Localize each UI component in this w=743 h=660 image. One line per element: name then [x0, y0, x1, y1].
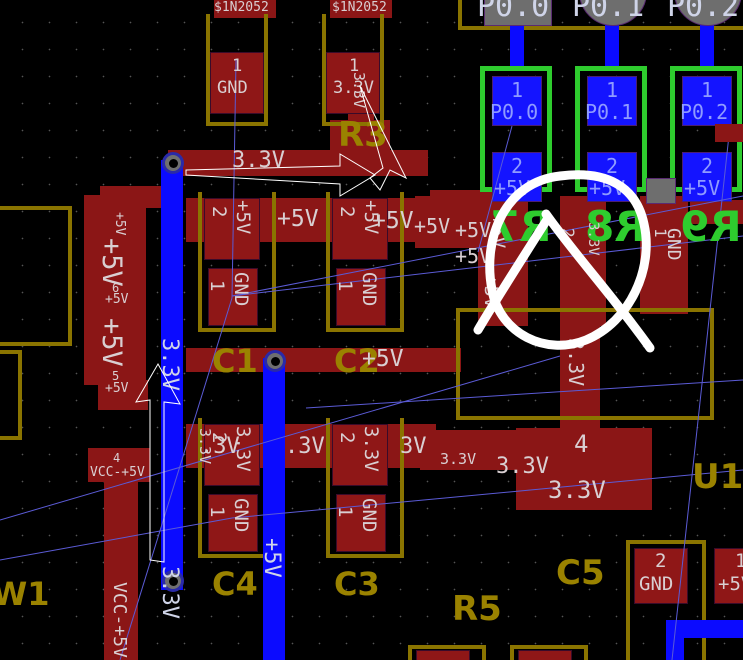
- copper-trace: [690, 200, 743, 224]
- via[interactable]: [264, 350, 286, 372]
- refdes-c4: C4: [212, 565, 258, 603]
- pad-connector[interactable]: [492, 76, 542, 126]
- copper-rail-3v3: [168, 150, 428, 176]
- pad[interactable]: [518, 650, 572, 660]
- copper-pad-regulator: [516, 428, 652, 510]
- package-outline-r5b: [510, 645, 588, 660]
- pad[interactable]: [336, 494, 386, 552]
- package-outline-r5: [408, 645, 486, 660]
- pad[interactable]: [210, 52, 264, 114]
- refdes-c3: C3: [334, 565, 380, 603]
- copper-trace-vcc: [104, 470, 138, 660]
- pad[interactable]: [204, 424, 260, 486]
- refdes-w1: W1: [0, 575, 50, 613]
- copper-trace: [98, 380, 148, 410]
- copper-pour-right: [560, 196, 606, 326]
- copper-pour-3v3: [420, 430, 530, 470]
- pad-header[interactable]: [484, 0, 552, 26]
- copper-pour-right: [430, 190, 500, 230]
- refdes-c5: C5: [556, 553, 605, 593]
- pad-connector[interactable]: [587, 76, 637, 126]
- pad-connector[interactable]: [492, 152, 542, 202]
- refdes-r5: R5: [452, 589, 502, 629]
- route-bottom: [666, 620, 743, 638]
- pad[interactable]: [714, 548, 743, 604]
- package-outline: [322, 14, 384, 126]
- package-outline-u1: [456, 308, 714, 420]
- package-outline-w1b: [0, 350, 22, 440]
- pad[interactable]: [416, 650, 470, 660]
- copper-pour-right: [640, 196, 688, 314]
- pad[interactable]: [332, 198, 388, 260]
- copper-trace: [214, 0, 276, 18]
- package-outline-w1: [0, 206, 72, 346]
- pad-connector[interactable]: [682, 152, 732, 202]
- copper-pour-5v-left: [84, 195, 146, 385]
- pad-smd[interactable]: [646, 178, 676, 204]
- pad[interactable]: [326, 52, 380, 114]
- pad[interactable]: [332, 424, 388, 486]
- pad[interactable]: [634, 548, 688, 604]
- route-5v-vertical: [263, 358, 285, 660]
- package-outline: [206, 14, 268, 126]
- pad-connector[interactable]: [587, 152, 637, 202]
- pad[interactable]: [208, 268, 258, 326]
- refdes-u1: U1: [692, 457, 743, 497]
- copper-rail: [186, 348, 461, 372]
- pad[interactable]: [208, 494, 258, 552]
- pad-connector[interactable]: [682, 76, 732, 126]
- pad[interactable]: [336, 268, 386, 326]
- via[interactable]: [162, 152, 184, 174]
- copper-trace: [100, 186, 180, 208]
- copper-trace: [715, 124, 743, 142]
- route-3v3-vertical: [161, 160, 183, 590]
- via[interactable]: [162, 570, 184, 592]
- package-outline-header: [458, 0, 743, 30]
- copper-trace: [330, 0, 392, 18]
- pad[interactable]: [204, 198, 260, 260]
